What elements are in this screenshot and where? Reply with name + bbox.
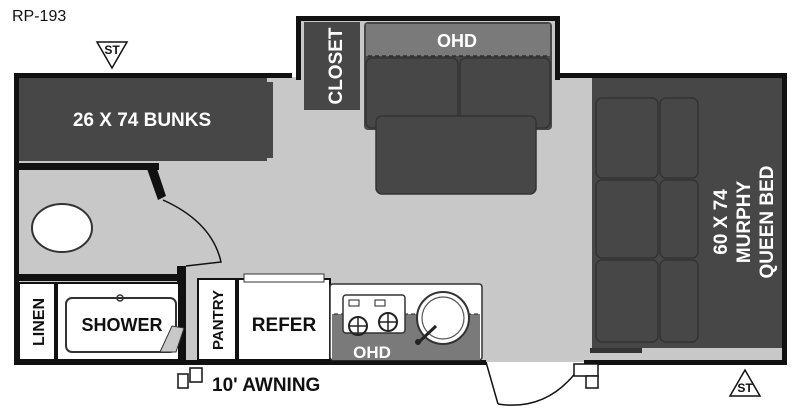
faucet-icon — [418, 324, 438, 343]
bunk-ladder — [265, 82, 273, 158]
cooktop — [342, 294, 406, 336]
murphy-bed — [590, 78, 782, 353]
awning-arm — [177, 367, 203, 389]
linen-label: LINEN — [31, 298, 48, 346]
model-number: RP-193 — [12, 8, 67, 25]
stabilizer-top-icon: ST — [95, 41, 129, 70]
svg-text:ST: ST — [737, 381, 753, 395]
linen — [18, 282, 56, 361]
pantry — [197, 278, 237, 361]
shower-corner — [159, 325, 185, 353]
pantry-label: PANTRY — [210, 290, 227, 350]
shower-label: SHOWER — [82, 315, 163, 335]
toilet — [31, 203, 93, 253]
exterior-walls — [14, 16, 787, 365]
bath-door — [162, 199, 222, 267]
awning-label: 10' AWNING — [212, 375, 320, 396]
bunks-label: 26 X 74 BUNKS — [73, 110, 211, 131]
svg-text:60 X 74: 60 X 74 — [711, 189, 732, 255]
closet-label: CLOSET — [326, 27, 347, 104]
entry-door — [485, 361, 599, 406]
svg-text:ST: ST — [104, 43, 120, 57]
stabilizer-bottom-icon: ST — [728, 368, 762, 397]
ohd-bottom-label: OHD — [353, 343, 391, 362]
shower-pan — [65, 297, 177, 353]
bath-walls — [19, 163, 186, 362]
ohd-top-label: OHD — [437, 31, 477, 51]
shower-drain-icon — [116, 294, 124, 302]
sink — [415, 291, 470, 345]
svg-text:MURPHY: MURPHY — [734, 181, 755, 264]
closet — [304, 22, 360, 110]
refer-label: REFER — [252, 315, 317, 336]
dinette-sofa — [364, 22, 552, 195]
bunks — [19, 78, 267, 161]
bed-label: 60 X 74 MURPHY QUEEN BED — [711, 166, 778, 279]
svg-text:QUEEN BED: QUEEN BED — [757, 166, 778, 279]
refrigerator-top — [243, 273, 325, 283]
